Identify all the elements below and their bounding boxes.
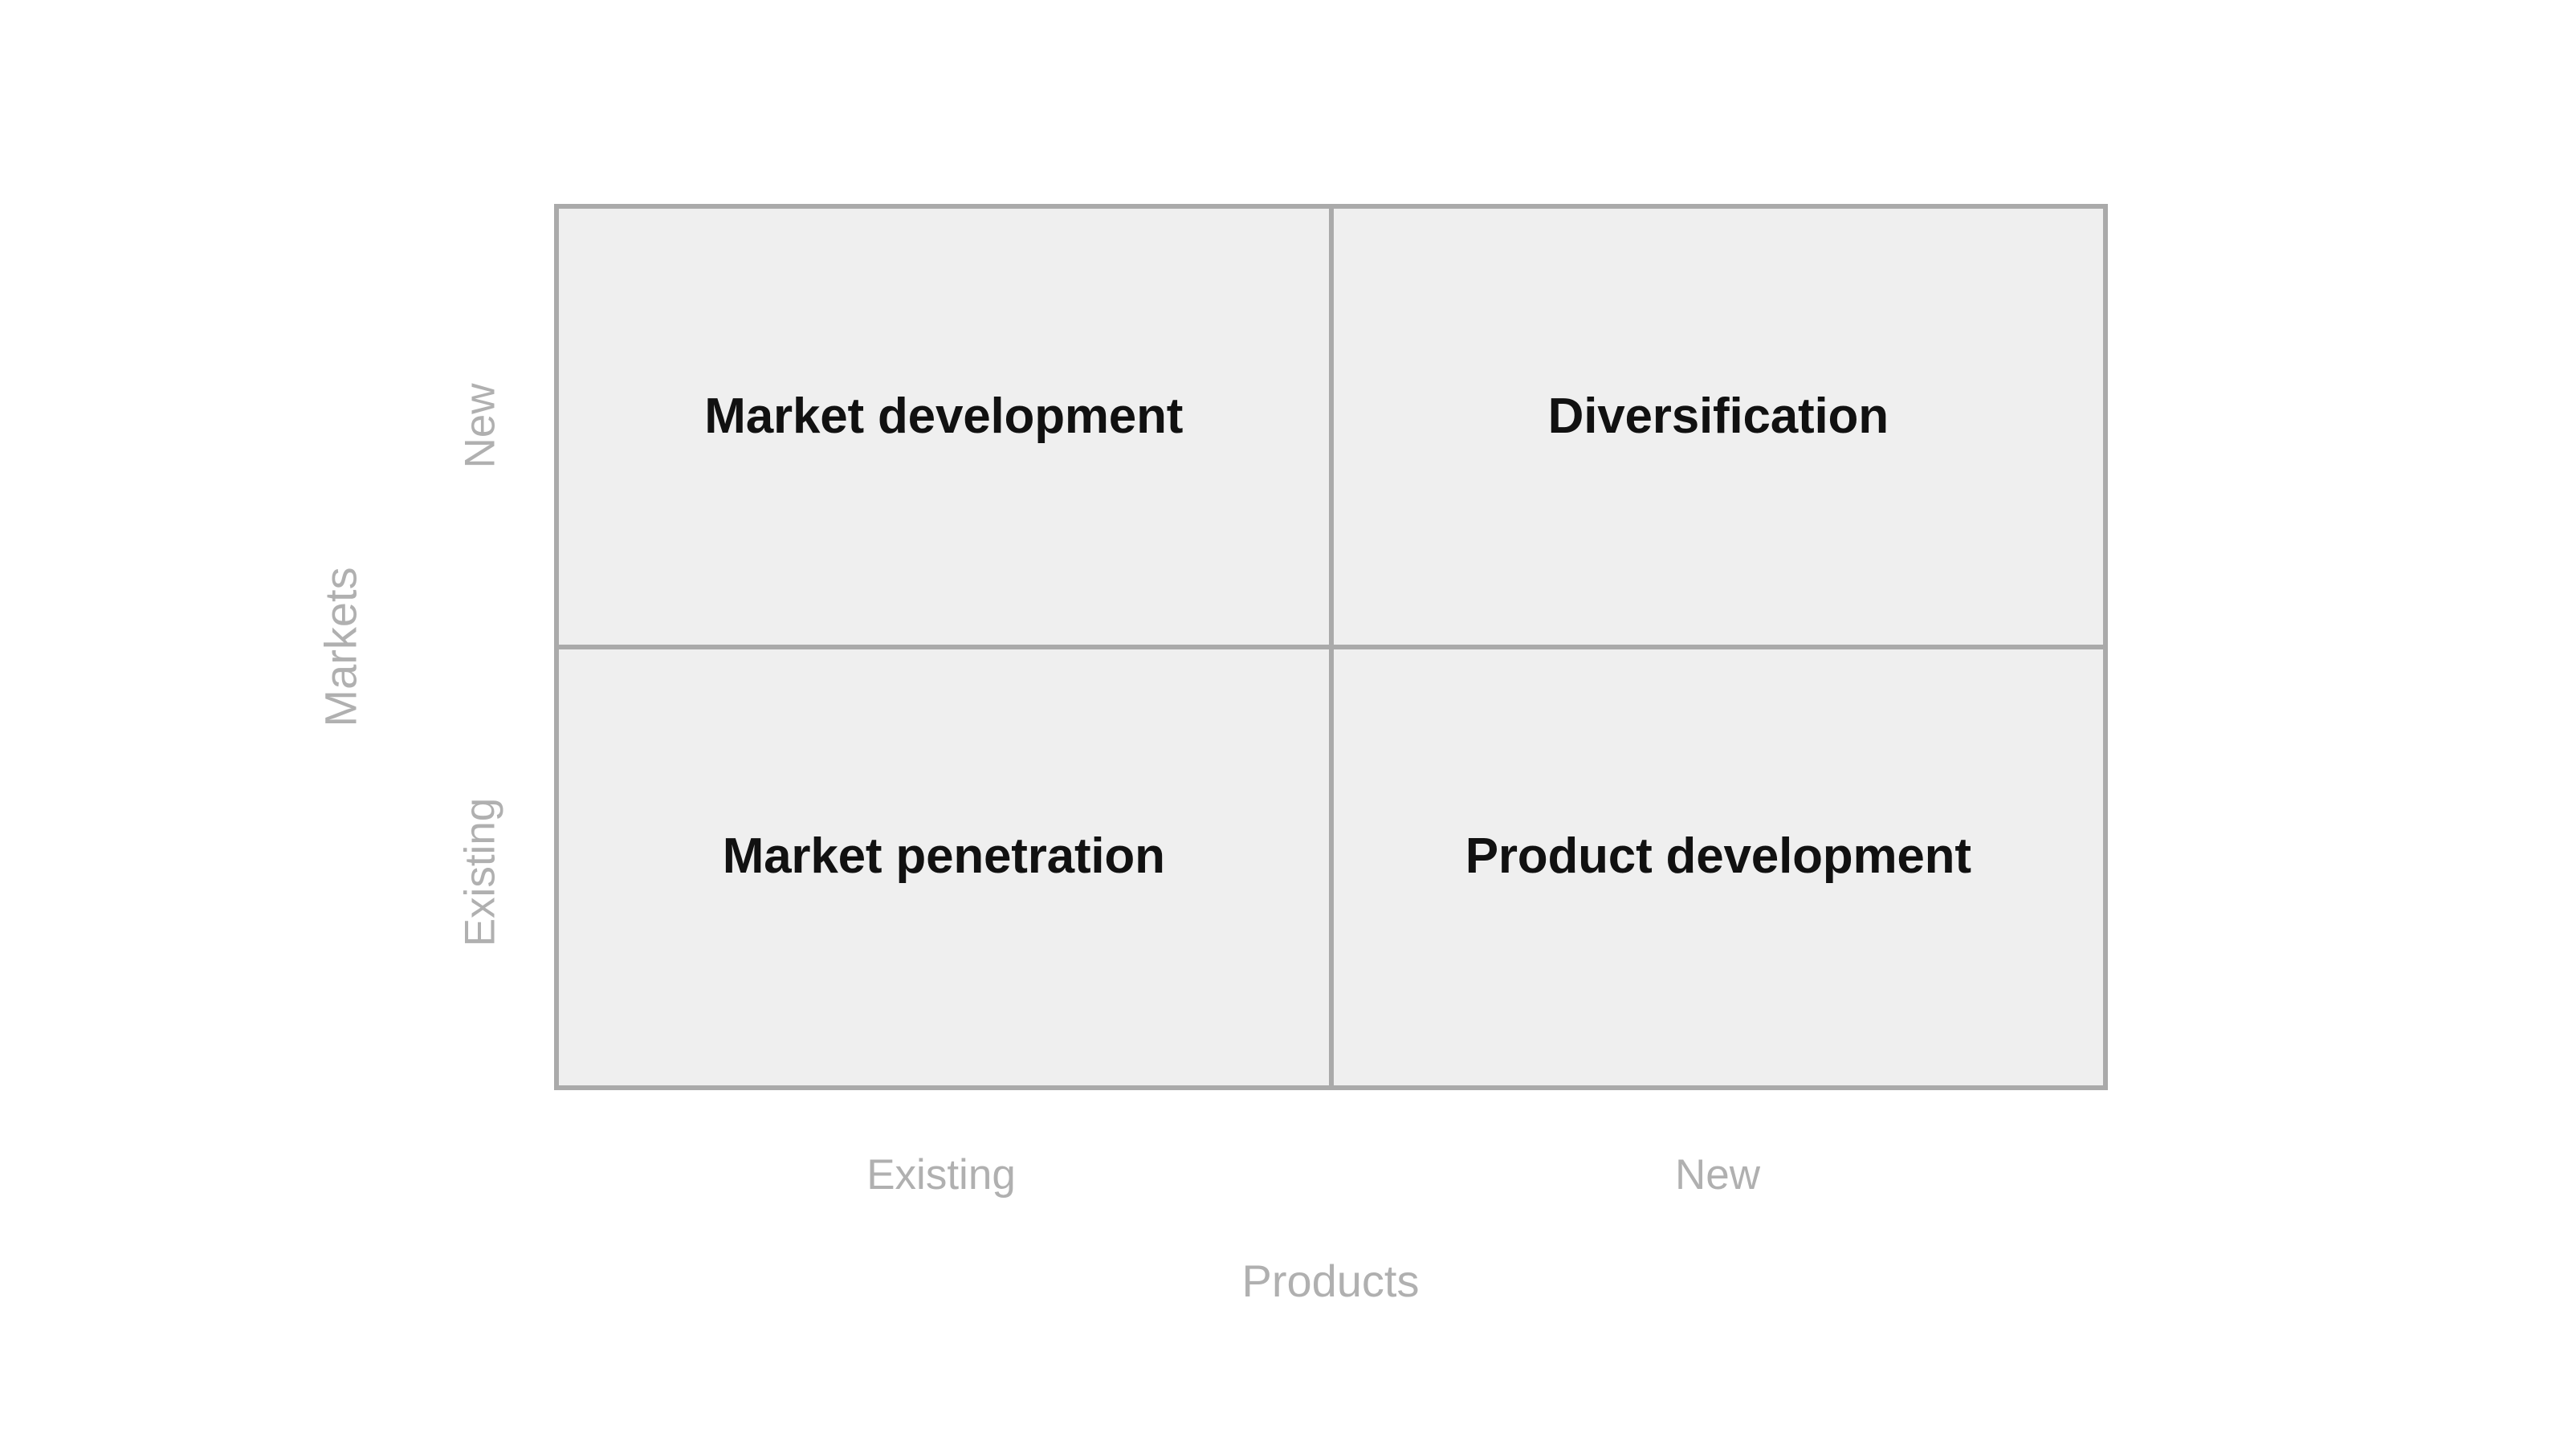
quadrant-diversification[interactable]: Diversification: [1333, 209, 2103, 645]
quadrant-product-development-label: Product development: [1465, 828, 1971, 884]
quadrant-market-development-label: Market development: [704, 388, 1184, 444]
quadrant-market-development[interactable]: Market development: [559, 209, 1329, 645]
x-axis-tick-new: New: [1674, 1151, 1761, 1199]
quadrant-diversification-label: Diversification: [1547, 388, 1889, 444]
quadrant-market-penetration-label: Market penetration: [722, 828, 1165, 884]
quadrant-product-development[interactable]: Product development: [1333, 649, 2103, 1085]
y-axis-title-text: Markets: [316, 567, 366, 727]
x-axis-tick-existing: Existing: [866, 1151, 1016, 1199]
x-axis-title: Products: [1241, 1256, 1420, 1306]
y-axis-tick-existing-text: Existing: [456, 797, 504, 946]
quadrant-market-penetration[interactable]: Market penetration: [559, 649, 1329, 1085]
y-axis-tick-new-text: New: [456, 382, 504, 469]
ansoff-matrix-grid: Market development Diversification Marke…: [554, 204, 2108, 1090]
